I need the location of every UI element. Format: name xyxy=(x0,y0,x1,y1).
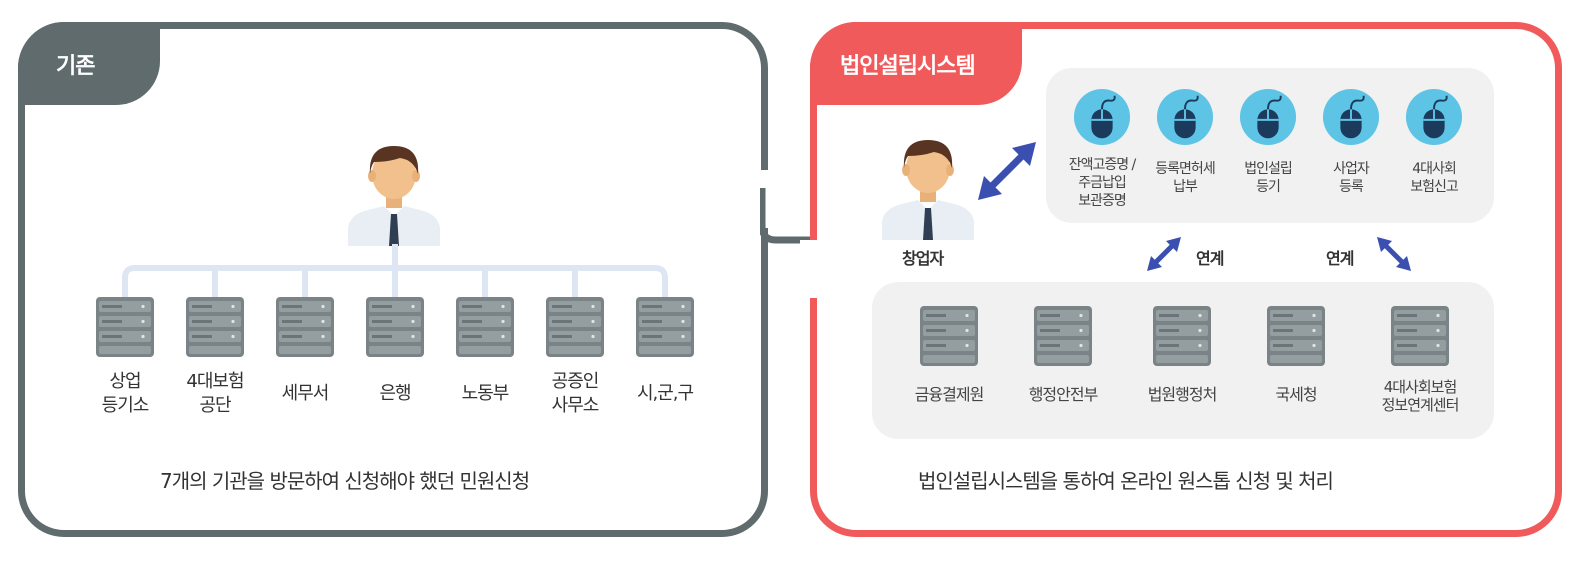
server-icon xyxy=(920,306,978,366)
agency-label: 국세청 xyxy=(1275,385,1317,404)
server-icon xyxy=(276,297,334,357)
server-icon xyxy=(456,297,514,357)
double-arrow-icon xyxy=(978,142,1036,200)
server-icon xyxy=(1391,306,1449,366)
panel-gap-right xyxy=(800,240,824,298)
system-caption: 법인설립시스템을 통하여 온라인 원스톱 신청 및 처리 xyxy=(918,469,1334,493)
server-icon xyxy=(546,297,604,357)
agency-label: 법원행정처 xyxy=(1147,385,1218,404)
server-icon xyxy=(366,297,424,357)
mouse-click-icon xyxy=(1405,88,1463,146)
agency-label: 노동부 xyxy=(461,383,510,404)
mouse-click-icon xyxy=(1322,88,1380,146)
link-label: 연계 xyxy=(1196,249,1224,268)
link-arrow-icon xyxy=(1377,237,1411,271)
link-arrow-icon xyxy=(1147,237,1181,271)
legacy-tab: 기존 xyxy=(18,22,160,105)
agency-label: 금융결제원 xyxy=(914,385,985,404)
agency-label: 은행 xyxy=(379,383,411,404)
mouse-click-icon xyxy=(1156,88,1214,146)
server-icon xyxy=(96,297,154,357)
businessman-icon xyxy=(348,146,440,246)
agency-label: 시,군,구 xyxy=(636,383,694,404)
mouse-click-icon xyxy=(1073,88,1131,146)
agency-label: 세무서 xyxy=(281,383,330,404)
agency-label: 행정안전부 xyxy=(1028,385,1099,404)
server-icon xyxy=(1267,306,1325,366)
system-tab: 법인설립시스템 xyxy=(810,22,1022,105)
link-label: 연계 xyxy=(1326,249,1354,268)
server-icon xyxy=(1153,306,1211,366)
server-icon xyxy=(186,297,244,357)
server-icon xyxy=(636,297,694,357)
mouse-click-icon xyxy=(1239,88,1297,146)
founder-icon xyxy=(882,140,974,240)
server-icon xyxy=(1034,306,1092,366)
org-tree-connector xyxy=(122,244,668,298)
legacy-caption: 7개의 기관을 방문하여 신청해야 했던 민원신청 xyxy=(160,469,530,493)
founder-label: 창업자 xyxy=(902,249,944,268)
